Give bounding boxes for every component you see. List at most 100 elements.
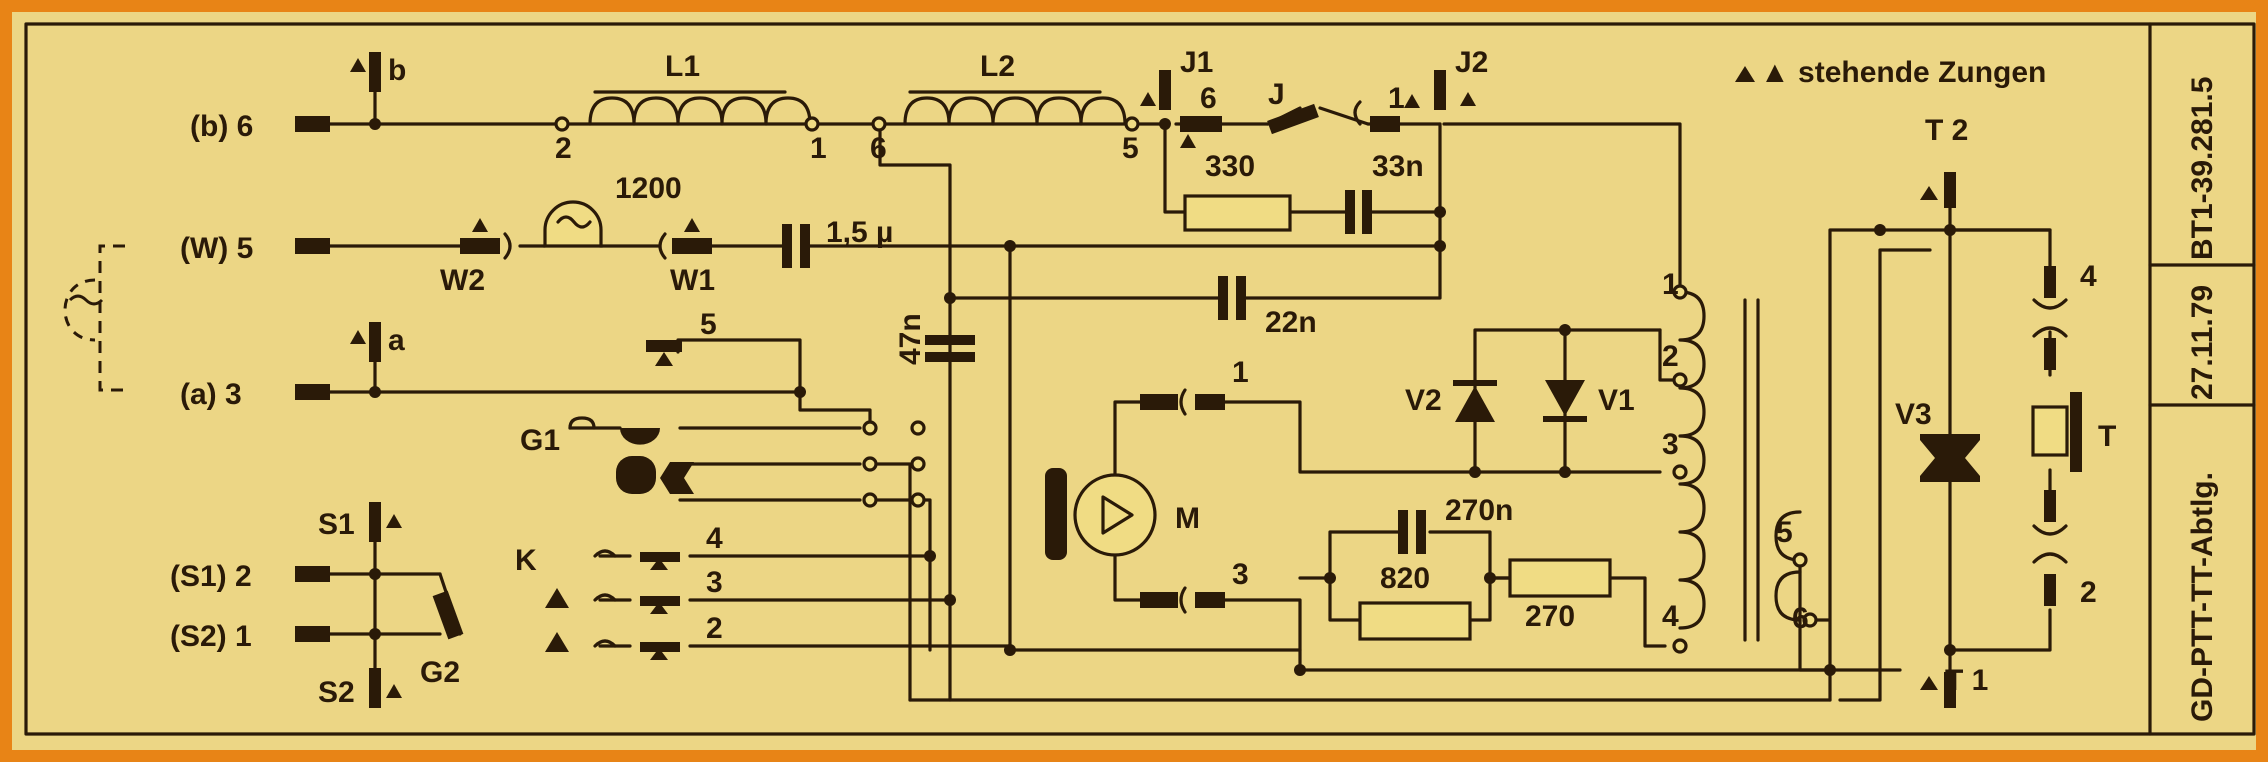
svg-text:2: 2 (2080, 576, 2097, 609)
switch-g2[interactable]: G2 (420, 572, 464, 689)
svg-text:T 2: T 2 (1925, 114, 1968, 147)
svg-text:5: 5 (1776, 516, 1793, 549)
svg-text:J2: J2 (1455, 46, 1488, 79)
microphone-m: M (1045, 468, 1200, 560)
card-background (12, 12, 2256, 750)
department-label: GD-PTT-TT-Abtlg. (2186, 472, 2219, 722)
svg-text:1,5 µ: 1,5 µ (826, 216, 893, 249)
resistor-270: 270 (1508, 558, 1612, 633)
terminal-s2[interactable] (295, 626, 330, 642)
switch-j[interactable]: J (1266, 78, 1370, 135)
svg-text:1: 1 (1388, 82, 1405, 115)
contact-t2: T 2 (1920, 114, 1968, 208)
terminal-a3-label: (a) 3 (180, 378, 242, 411)
svg-text:270: 270 (1525, 600, 1575, 633)
reed-contact-a: a (350, 322, 405, 362)
plug-m1: 1 (1140, 356, 1249, 416)
outer-border (24, 22, 2256, 736)
transformer: 1 2 3 4 5 6 (1662, 268, 1818, 654)
svg-text:T 1: T 1 (1945, 664, 1988, 697)
svg-text:K: K (515, 544, 537, 577)
svg-text:W1: W1 (670, 264, 715, 297)
svg-text:820: 820 (1380, 562, 1430, 595)
plug-j2-1: 1 (1353, 82, 1420, 132)
capacitor-270n: 270n (1398, 494, 1513, 554)
contact-j1: J1 (1140, 46, 1213, 110)
legend-text: ▲ stehende Zungen (1760, 56, 2046, 89)
doc-number: BT1-39.281.5 (2186, 77, 2219, 260)
svg-text:W2: W2 (440, 264, 485, 297)
plug-w2: W2 (440, 218, 512, 297)
doc-date: 27.11.79 (2186, 285, 2219, 400)
reed-contact-b: b (350, 52, 406, 92)
terminal-s2-label: (S2) 1 (170, 620, 252, 653)
switch-5[interactable]: 5 (646, 308, 717, 366)
svg-text:T: T (2098, 420, 2116, 453)
resistor-330: 330 (1183, 150, 1292, 232)
svg-text:2: 2 (1662, 340, 1679, 373)
inductor-l2: L2 (903, 50, 1127, 126)
keypad-k[interactable]: K 4 3 2 (515, 522, 723, 660)
receiver-t: 4 T 2 (2031, 260, 2116, 609)
svg-text:47n: 47n (894, 313, 927, 365)
terminal-a3[interactable] (295, 384, 330, 400)
svg-text:1: 1 (1232, 356, 1249, 389)
handset-connector-icon (63, 244, 125, 392)
terminal-b6[interactable] (295, 116, 330, 132)
plug-w1: W1 (658, 218, 715, 297)
svg-text:G2: G2 (420, 656, 460, 689)
svg-text:6: 6 (1200, 82, 1217, 115)
svg-text:1: 1 (810, 132, 827, 165)
triangle-icon (1735, 66, 1755, 82)
ringer-1200: 1200 (543, 172, 682, 248)
plug-m3: 3 (1140, 558, 1249, 614)
hook-switch-g1[interactable]: G1 (520, 416, 694, 494)
capacitor-47n: 47n (894, 313, 975, 365)
svg-text:22n: 22n (1265, 306, 1317, 339)
svg-text:2: 2 (555, 132, 572, 165)
pin-circles (554, 116, 1140, 132)
contact-j2: J2 (1434, 46, 1488, 110)
contact-circles (862, 420, 926, 508)
svg-text:4: 4 (2080, 260, 2097, 293)
reed-contact-s2: S2 (318, 668, 402, 709)
svg-text:1200: 1200 (615, 172, 682, 205)
terminal-w5[interactable] (295, 238, 330, 254)
svg-text:6: 6 (1792, 602, 1809, 635)
contact-t1: T 1 (1920, 664, 1988, 708)
svg-text:3: 3 (1232, 558, 1249, 591)
svg-text:V2: V2 (1405, 384, 1442, 417)
terminal-s1[interactable] (295, 566, 330, 582)
svg-text:4: 4 (1662, 600, 1679, 633)
svg-text:270n: 270n (1445, 494, 1513, 527)
svg-text:330: 330 (1205, 150, 1255, 183)
junction-dots (369, 118, 1956, 676)
svg-text:J: J (1268, 78, 1285, 111)
svg-text:33n: 33n (1372, 150, 1424, 183)
diac-v3: V3 (1895, 398, 1980, 482)
diode-v1: V1 (1543, 380, 1635, 422)
svg-text:G1: G1 (520, 424, 560, 457)
svg-text:L2: L2 (980, 50, 1015, 83)
resistor-820: 820 (1358, 562, 1472, 641)
capacitor-22n: 22n (1218, 276, 1317, 339)
svg-text:4: 4 (706, 522, 723, 555)
diode-v2: V2 (1405, 380, 1497, 422)
capacitor-33n: 33n (1345, 150, 1424, 234)
svg-text:2: 2 (706, 612, 723, 645)
svg-text:5: 5 (700, 308, 717, 341)
svg-text:1: 1 (1662, 268, 1679, 301)
inductor-l1: L1 (588, 50, 812, 126)
svg-text:a: a (388, 324, 405, 357)
svg-text:5: 5 (1122, 132, 1139, 165)
terminal-b6-label: (b) 6 (190, 110, 253, 143)
svg-text:6: 6 (870, 132, 887, 165)
capacitor-1-5u: 1,5 µ (782, 216, 893, 268)
svg-text:V1: V1 (1598, 384, 1635, 417)
terminal-s1-label: (S1) 2 (170, 560, 252, 593)
reed-contact-s1: S1 (318, 502, 402, 542)
svg-text:b: b (388, 54, 406, 87)
svg-text:M: M (1175, 502, 1200, 535)
